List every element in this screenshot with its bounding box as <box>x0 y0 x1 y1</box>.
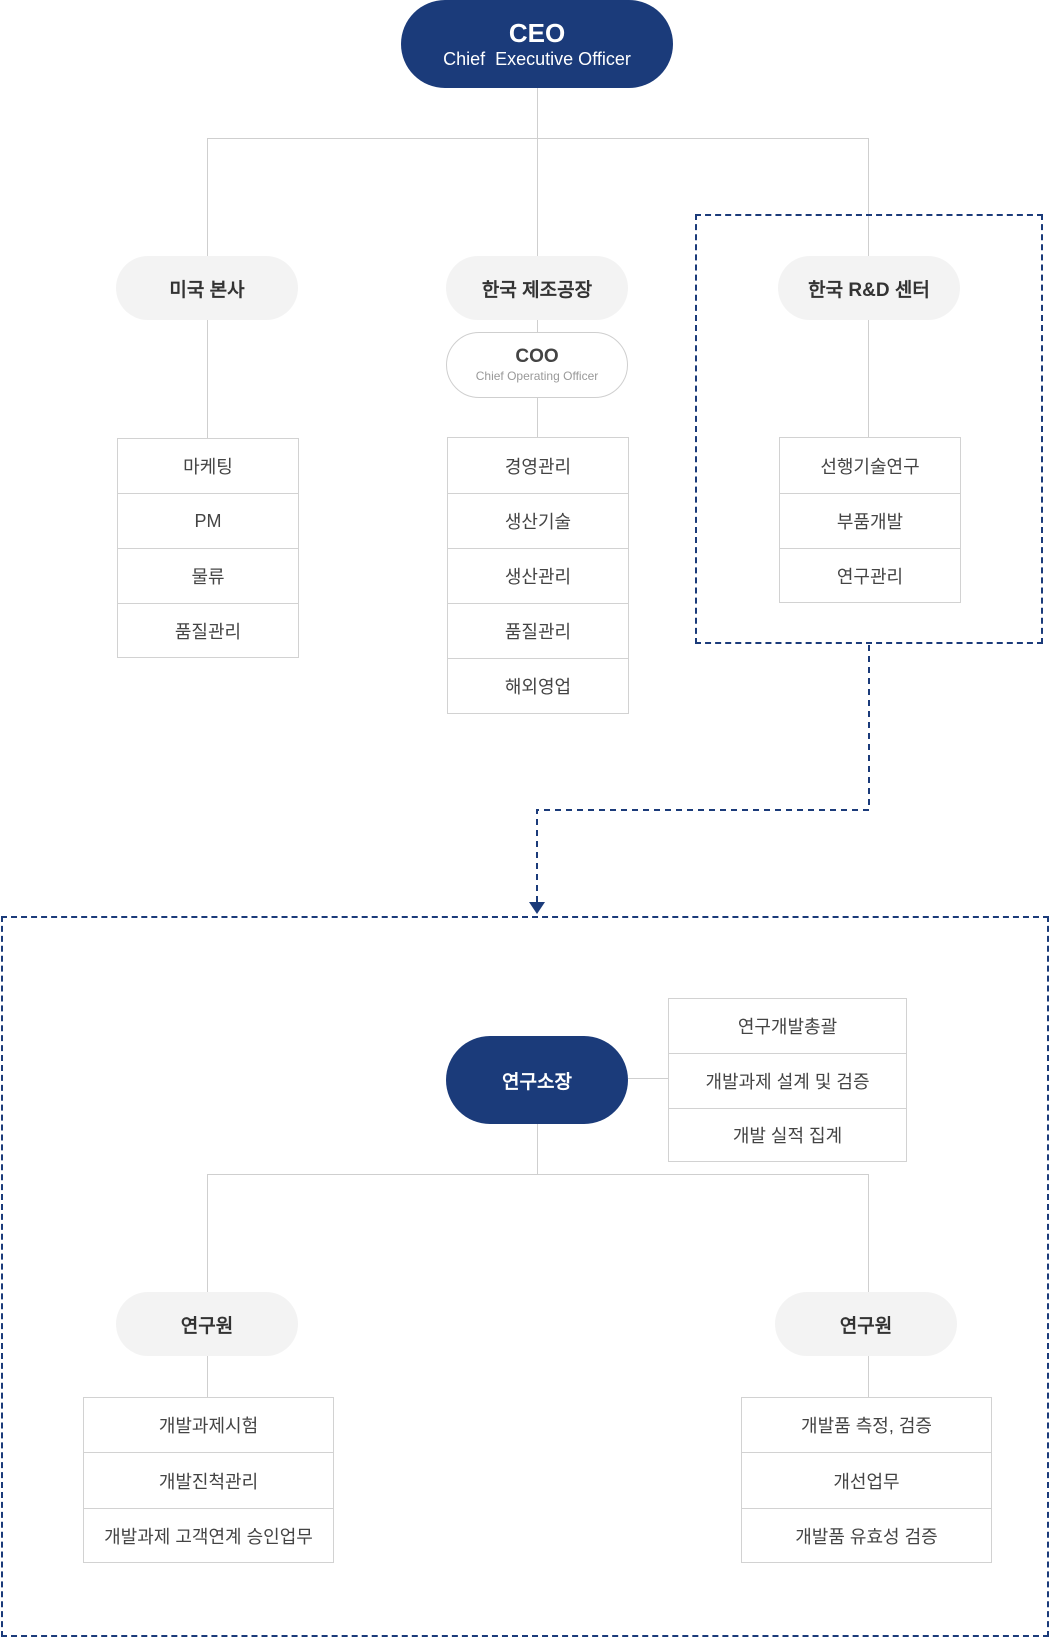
ceo-node: CEO Chief Executive Officer <box>401 0 673 88</box>
connector-researcher-right-list <box>868 1356 869 1397</box>
coo-title: COO <box>515 346 559 367</box>
kr-rnd-list: 선행기술연구 부품개발 연구관리 <box>779 437 961 603</box>
rnd-highlight-box <box>695 214 1043 644</box>
director-duties-list: 연구개발총괄 개발과제 설계 및 검증 개발 실적 집계 <box>668 998 907 1162</box>
list-item: 개발품 측정, 검증 <box>801 1416 932 1436</box>
ceo-title: CEO <box>508 18 566 48</box>
connector-ceo-down <box>537 88 538 256</box>
list-item: 개발과제 설계 및 검증 <box>669 1053 906 1108</box>
coo-node: COO Chief Operating Officer <box>446 332 628 398</box>
kr-factory-node: 한국 제조공장 <box>446 256 628 320</box>
list-item: PM <box>118 493 298 548</box>
researcher-right-list: 개발품 측정, 검증 개선업무 개발품 유효성 검증 <box>741 1397 992 1563</box>
expand-arrow-path <box>536 645 870 902</box>
researcher-left-node: 연구원 <box>116 1292 298 1356</box>
connector-director-duties <box>628 1078 668 1079</box>
list-item: 경영관리 <box>504 456 572 477</box>
arrowhead-icon <box>529 902 545 914</box>
list-item: 개발 실적 집계 <box>669 1108 906 1161</box>
connector-director-down <box>537 1124 538 1174</box>
list-item: 품질관리 <box>118 603 298 657</box>
rnd-detail-box <box>1 916 1049 1637</box>
kr-factory-list: 경영관리 생산기술 생산관리 품질관리 해외영업 <box>447 437 629 714</box>
list-item: 개발과제시험 <box>158 1416 259 1436</box>
ceo-subtitle: Chief Executive Officer <box>443 49 631 69</box>
coo-subtitle: Chief Operating Officer <box>475 369 599 383</box>
connector-top-horizontal <box>207 138 869 139</box>
list-item: 마케팅 <box>183 457 233 477</box>
list-item: 해외영업 <box>448 658 628 713</box>
researcher-right-label: 연구원 <box>839 1315 893 1337</box>
list-item: 생산기술 <box>448 493 628 548</box>
researcher-left-label: 연구원 <box>180 1315 234 1337</box>
us-hq-list: 마케팅 PM 물류 품질관리 <box>117 438 299 658</box>
list-item: 개발과제 고객연계 승인업무 <box>84 1508 333 1562</box>
connector-researcher-left-list <box>207 1356 208 1397</box>
list-item: 연구관리 <box>780 548 960 602</box>
director-label: 연구소장 <box>502 1071 572 1093</box>
researcher-left-list: 개발과제시험 개발진척관리 개발과제 고객연계 승인업무 <box>83 1397 334 1563</box>
us-hq-label: 미국 본사 <box>169 279 245 301</box>
connector-detail-horizontal <box>207 1174 869 1175</box>
list-item: 생산관리 <box>448 548 628 603</box>
researcher-right-node: 연구원 <box>775 1292 957 1356</box>
list-item: 품질관리 <box>448 603 628 658</box>
list-item: 부품개발 <box>780 493 960 548</box>
connector-coo-list <box>537 398 538 437</box>
list-item: 개선업무 <box>742 1452 991 1508</box>
connector-factory-coo <box>537 320 538 332</box>
connector-us-hq-list <box>207 320 208 438</box>
director-node: 연구소장 <box>446 1036 628 1124</box>
list-item: 연구개발총괄 <box>737 1017 838 1037</box>
connector-to-kr-rnd <box>868 138 869 256</box>
list-item: 선행기술연구 <box>820 456 920 477</box>
list-item: 개발품 유효성 검증 <box>742 1508 991 1562</box>
connector-to-researcher-right <box>868 1174 869 1292</box>
kr-factory-label: 한국 제조공장 <box>481 279 593 301</box>
us-hq-node: 미국 본사 <box>116 256 298 320</box>
list-item: 개발진척관리 <box>84 1452 333 1508</box>
connector-rnd-list <box>868 320 869 437</box>
kr-rnd-node: 한국 R&D 센터 <box>778 256 960 320</box>
connector-to-us-hq <box>207 138 208 256</box>
list-item: 물류 <box>118 548 298 603</box>
connector-to-researcher-left <box>207 1174 208 1292</box>
kr-rnd-label: 한국 R&D 센터 <box>808 279 930 301</box>
